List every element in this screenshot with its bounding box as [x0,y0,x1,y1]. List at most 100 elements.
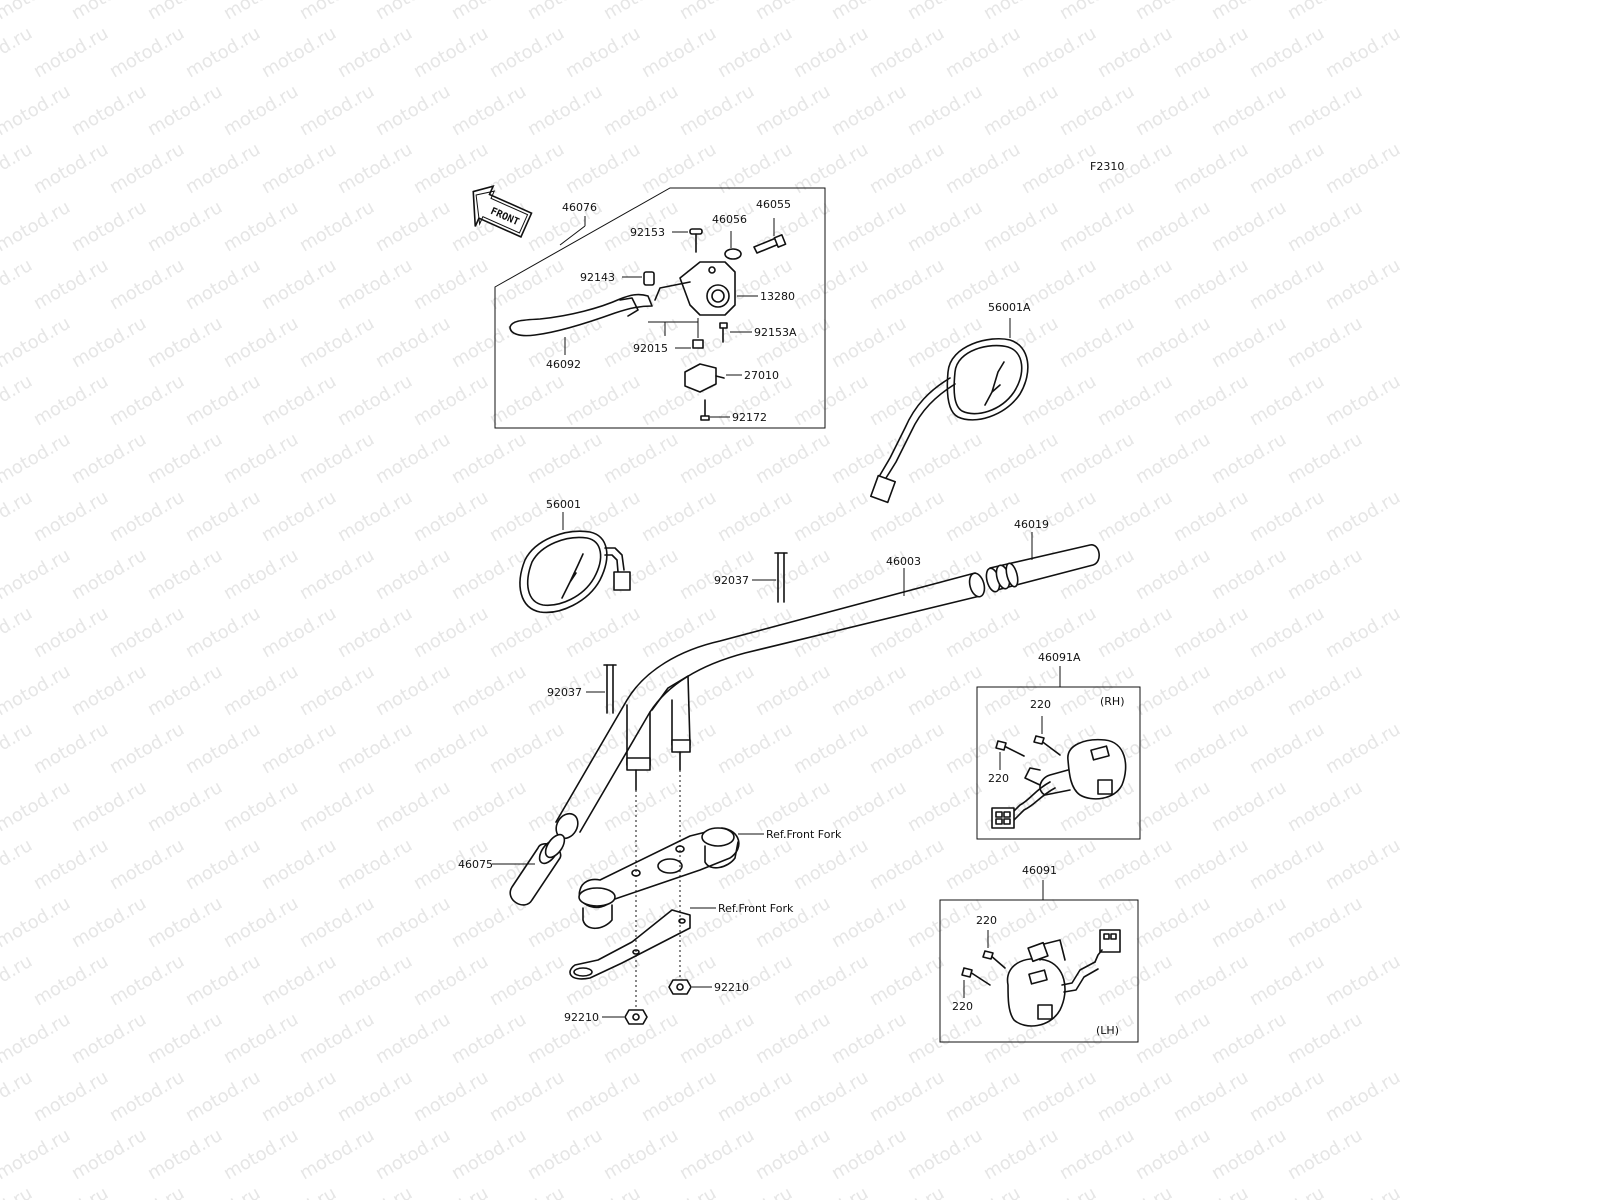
watermark-text: motod.ru [904,777,986,836]
watermark-text: motod.ru [942,835,1024,894]
callout-46019: 46019 [1014,518,1049,531]
watermark-text: motod.ru [410,719,492,778]
watermark-text: motod.ru [372,545,454,604]
pin-92153 [689,228,703,253]
watermark-text: motod.ru [448,429,530,488]
callout-27010: 27010 [744,369,779,382]
watermark-text: motod.ru [68,545,150,604]
watermark-text: motod.ru [1056,0,1138,24]
watermark-text: motod.ru [828,893,910,952]
watermark-text: motod.ru [258,23,340,82]
callout-46091: 46091 [1022,864,1057,877]
watermark-text: motod.ru [1322,139,1404,198]
watermark-text: motod.ru [410,371,492,430]
watermark-text: motod.ru [752,81,834,140]
watermark-text: motod.ru [1284,777,1366,836]
rh-switch-box: 46091A (RH) [976,651,1141,840]
watermark-text: motod.ru [1170,139,1252,198]
screw-220-lh-1 [982,950,1006,969]
watermark-text: motod.ru [1132,197,1214,256]
watermark-text: motod.ru [258,603,340,662]
watermark-text: motod.ru [144,197,226,256]
watermark-text: motod.ru [1284,0,1366,24]
watermark-text: motod.ru [828,81,910,140]
watermark-text: motod.ru [372,661,454,720]
watermark-text: motod.ru [106,487,188,546]
callout-ref-front-fork-2: Ref.Front Fork [718,902,794,915]
watermark-text: motod.ru [258,487,340,546]
rh-switch-frame [976,686,1141,840]
clutch-lever [509,293,653,337]
watermark-text: motod.ru [904,0,986,24]
watermark-text: motod.ru [0,777,74,836]
watermark-text: motod.ru [68,81,150,140]
callout-92172: 92172 [732,411,767,424]
watermark-text: motod.ru [1208,545,1290,604]
watermark-text: motod.ru [448,1009,530,1068]
watermark-text: motod.ru [524,1125,606,1184]
watermark-text: motod.ru [0,951,36,1010]
watermark-text: motod.ru [182,719,264,778]
watermark-layer: motod.rumotod.rumotod.rumotod.rumotod.ru… [0,0,1404,1200]
watermark-text: motod.ru [220,0,302,24]
watermark-text: motod.ru [866,835,948,894]
callout-46076: 46076 [562,201,597,214]
watermark-text: motod.ru [790,371,872,430]
watermark-text: motod.ru [410,1183,492,1200]
watermark-text: motod.ru [220,545,302,604]
washer-46056 [724,248,742,260]
watermark-text: motod.ru [182,487,264,546]
watermark-text: motod.ru [68,197,150,256]
watermark-text: motod.ru [714,603,796,662]
watermark-text: motod.ru [220,429,302,488]
watermark-text: motod.ru [1018,1183,1100,1200]
callout-46056: 46056 [712,213,747,226]
watermark-text: motod.ru [182,1067,264,1126]
watermark-text: motod.ru [1094,487,1176,546]
watermark-text: motod.ru [1284,1125,1366,1184]
clamp-92037-top [774,552,788,603]
watermark-text: motod.ru [30,835,112,894]
watermark-text: motod.ru [1094,23,1176,82]
watermark-text: motod.ru [1208,1125,1290,1184]
watermark-text: motod.ru [296,429,378,488]
watermark-text: motod.ru [790,1067,872,1126]
watermark-text: motod.ru [1018,487,1100,546]
watermark-text: motod.ru [144,0,226,24]
watermark-text: motod.ru [372,0,454,24]
handlebar-46003 [555,572,986,840]
watermark-text: motod.ru [1208,0,1290,24]
watermark-text: motod.ru [1284,1009,1366,1068]
watermark-text: motod.ru [410,951,492,1010]
rh-tag: (RH) [1100,695,1125,708]
watermark-text: motod.ru [68,1125,150,1184]
watermark-text: motod.ru [144,661,226,720]
watermark-text: motod.ru [0,23,36,82]
watermark-text: motod.ru [486,139,568,198]
watermark-text: motod.ru [30,1067,112,1126]
watermark-text: motod.ru [296,661,378,720]
watermark-text: motod.ru [486,371,568,430]
watermark-text: motod.ru [1132,0,1214,24]
watermark-text: motod.ru [296,0,378,24]
watermark-text: motod.ru [942,139,1024,198]
watermark-text: motod.ru [0,81,74,140]
watermark-text: motod.ru [0,719,36,778]
watermark-text: motod.ru [1322,835,1404,894]
watermark-text: motod.ru [790,719,872,778]
watermark-text: motod.ru [1132,313,1214,372]
watermark-text: motod.ru [1322,1067,1404,1126]
front-arrow-icon: FRONT [472,184,533,238]
bolt-46055 [753,234,787,254]
watermark-text: motod.ru [1132,661,1214,720]
watermark-text: motod.ru [182,139,264,198]
watermark-text: motod.ru [182,23,264,82]
callout-56001: 56001 [546,498,581,511]
watermark-text: motod.ru [866,23,948,82]
callout-46003: 46003 [886,555,921,568]
watermark-text: motod.ru [1170,255,1252,314]
watermark-text: motod.ru [220,197,302,256]
watermark-text: motod.ru [866,139,948,198]
watermark-text: motod.ru [1246,951,1328,1010]
watermark-text: motod.ru [372,777,454,836]
